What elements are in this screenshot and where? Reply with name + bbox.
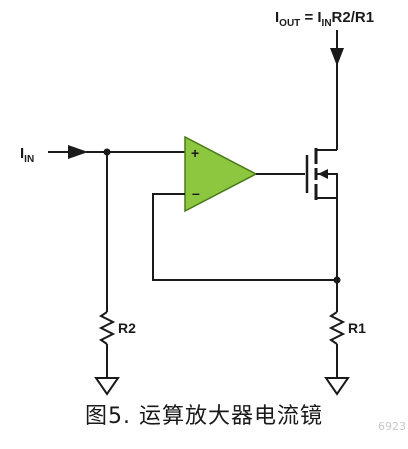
mosfet-transistor (314, 148, 338, 200)
figure-caption: 图5. 运算放大器电流镜 (85, 404, 323, 429)
watermark-text: 6923 (378, 420, 406, 433)
r2-label: R2 (118, 320, 136, 336)
iout-arrow (330, 30, 344, 66)
r2-ground-icon (94, 377, 120, 396)
feedback-wire (152, 193, 337, 281)
opamp-plus-label: + (191, 145, 199, 161)
r1-label: R1 (348, 320, 366, 336)
iout-label: IOUT = IINR2/R1 (275, 9, 374, 29)
iin-arrow (48, 145, 88, 159)
opamp-minus-label: – (192, 185, 200, 201)
r1-resistor (328, 311, 346, 345)
r2-resistor (98, 311, 116, 345)
r1-ground-icon (324, 377, 350, 396)
iin-label: IIN (20, 145, 34, 165)
opamp-triangle (184, 135, 258, 213)
